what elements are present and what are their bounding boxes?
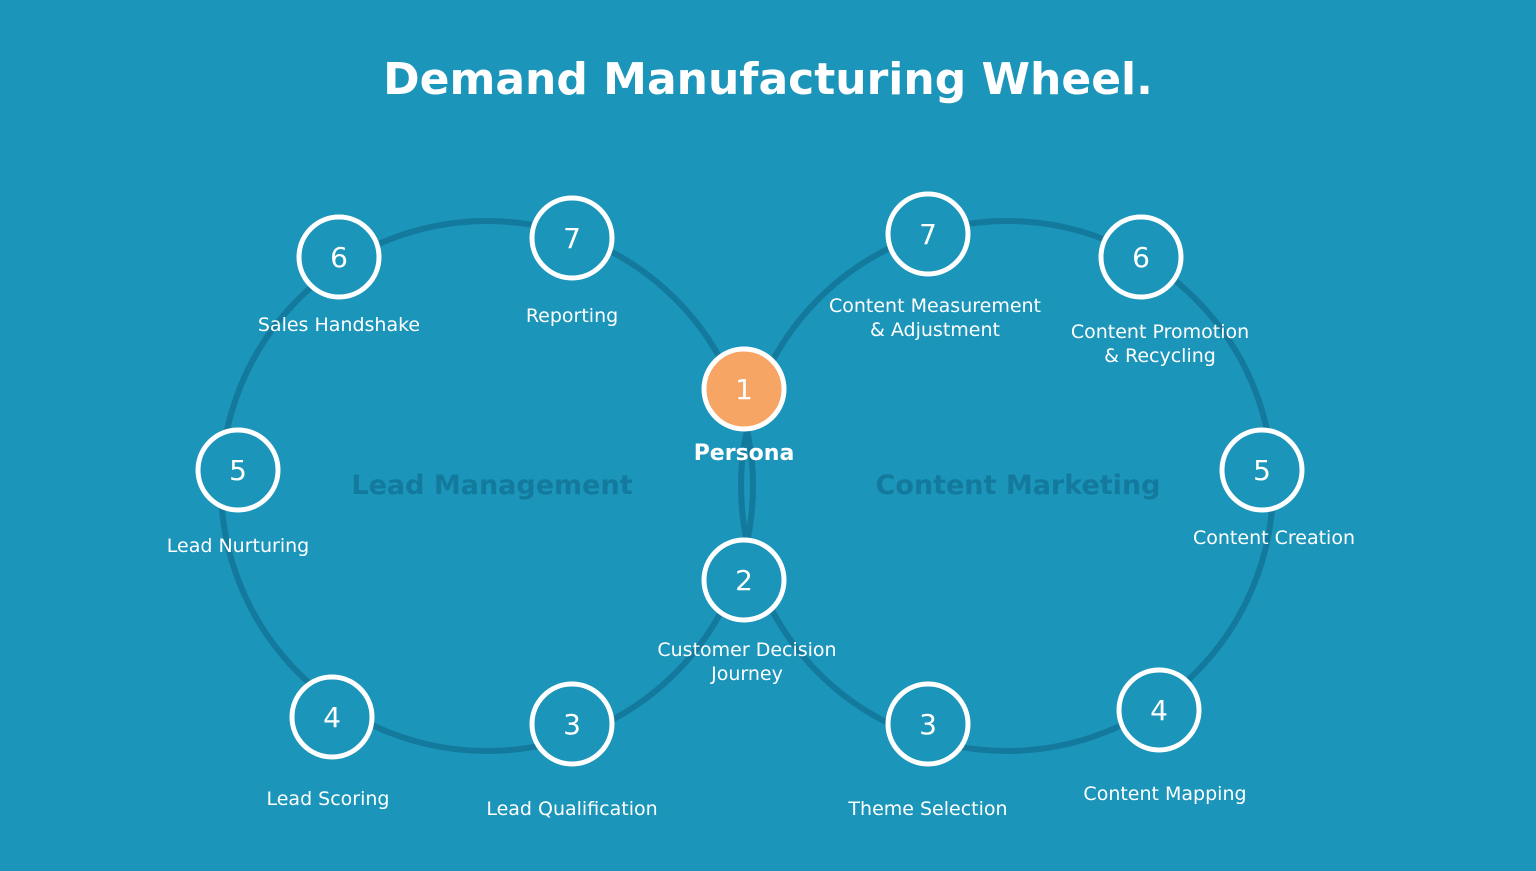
node-label: Theme Selection: [847, 798, 1007, 820]
node-circle: [529, 195, 615, 281]
node-label: Content Creation: [1193, 527, 1355, 549]
node-circle: [1219, 427, 1305, 513]
node-circle: [289, 674, 375, 760]
node-circle: [885, 681, 971, 767]
node-label: Lead Qualification: [486, 798, 657, 820]
node-label: Journey: [710, 663, 783, 685]
node-label: Sales Handshake: [258, 314, 420, 336]
node-number: 3: [919, 708, 937, 741]
section-label-content-marketing: Content Marketing: [876, 470, 1161, 501]
node-label: Reporting: [526, 305, 618, 327]
node-label: Customer Decision: [657, 639, 836, 661]
section-label-lead-management: Lead Management: [351, 470, 632, 501]
node-label: & Adjustment: [870, 319, 1000, 341]
node-number: 5: [1253, 454, 1271, 487]
node-number: 4: [1150, 694, 1168, 727]
node-label: Content Measurement: [829, 295, 1041, 317]
node-circle: [195, 427, 281, 513]
node-label: Content Mapping: [1083, 783, 1246, 805]
node-label: & Recycling: [1104, 345, 1216, 367]
node-number: 1: [735, 373, 753, 406]
node-number: 2: [735, 564, 753, 597]
node-number: 3: [563, 708, 581, 741]
node-label: Content Promotion: [1071, 321, 1249, 343]
node-circle: [1116, 667, 1202, 753]
node-number: 6: [1132, 241, 1150, 274]
node-label: Lead Nurturing: [167, 535, 309, 557]
node-number: 6: [330, 241, 348, 274]
node-label: Lead Scoring: [266, 788, 389, 810]
page-title: Demand Manufacturing Wheel.: [383, 54, 1153, 105]
node-circle: [529, 681, 615, 767]
node-circle: [1098, 214, 1184, 300]
node-circle: [701, 537, 787, 623]
node-number: 7: [563, 222, 581, 255]
node-number: 7: [919, 218, 937, 251]
node-number: 4: [323, 701, 341, 734]
node-circle: [885, 191, 971, 277]
node-circle: [296, 214, 382, 300]
node-label: Persona: [694, 441, 795, 466]
node-circle: [701, 346, 787, 432]
node-number: 5: [229, 454, 247, 487]
